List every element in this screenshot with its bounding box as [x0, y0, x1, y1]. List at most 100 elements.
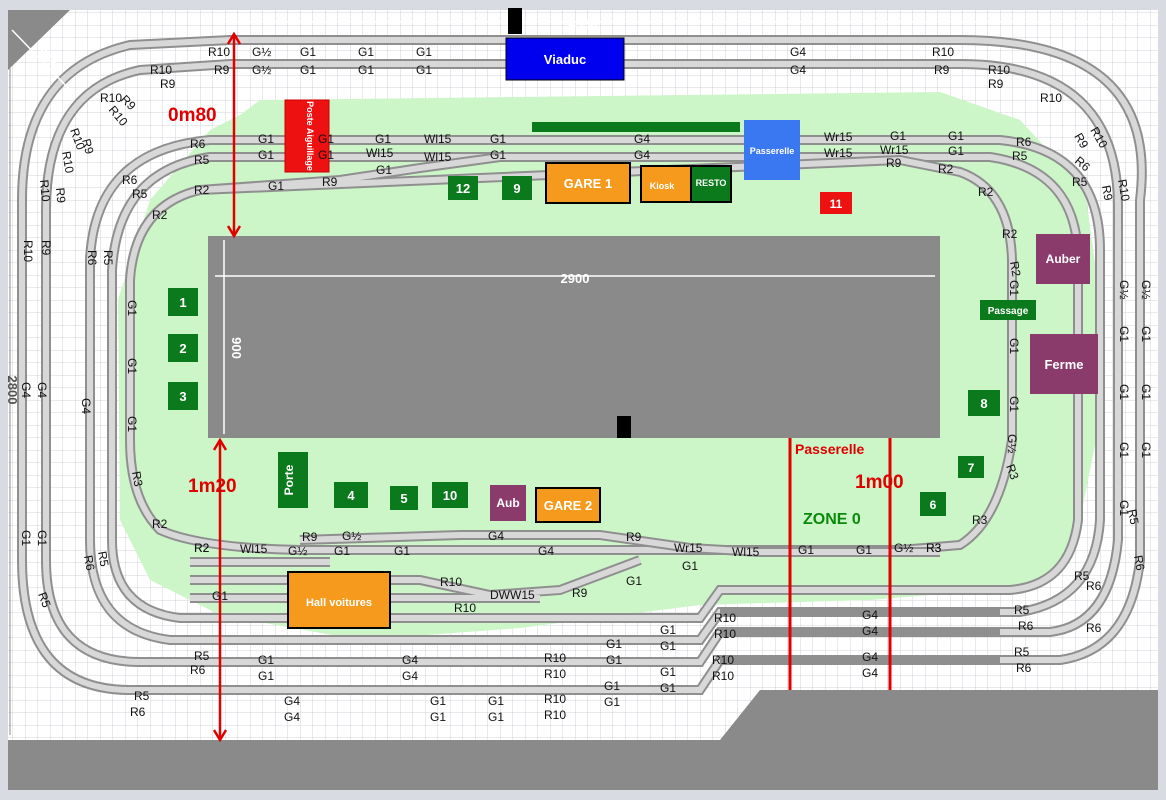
tl-top-r9-1: R10 [100, 91, 122, 105]
tl-bb-1: G1 [258, 669, 274, 683]
tl-ra-10: G1 [1139, 442, 1153, 458]
tl-bd-3: G1 [488, 710, 504, 724]
tl-bc-8: G4 [862, 650, 878, 664]
tl-sl-8: G4 [538, 544, 554, 558]
building-5 [390, 486, 418, 510]
tl-ra-4: G½ [1139, 280, 1153, 299]
tl-sb-10: R5 [1012, 149, 1028, 163]
building-10-label: 10 [443, 488, 457, 503]
building-4 [334, 482, 368, 508]
building-3-label: 3 [179, 389, 186, 404]
viaduc-pillar [508, 8, 522, 34]
building-10 [432, 482, 468, 508]
tl-sl-6: G1 [394, 544, 410, 558]
tl-top-outer-5: G4 [790, 45, 806, 59]
tl-top-r9-0: R9 [160, 77, 176, 91]
tl-sl-7: G4 [488, 529, 504, 543]
tl-sl-14: G½ [894, 541, 913, 555]
tl-top-outer-0: R10 [208, 45, 230, 59]
dim-central-width: 2900 [561, 271, 590, 286]
tl-lb-1: R5 [132, 187, 148, 201]
tl-ba-1: G1 [258, 653, 274, 667]
tl-sc-4: R9 [886, 156, 902, 170]
tl-lb-9: R5 [95, 550, 112, 568]
tl-bd-1: G4 [284, 710, 300, 724]
tl-ba-8: R5 [1014, 603, 1030, 617]
tl-sa-4: Wl15 [424, 132, 452, 146]
dim-width-total: 4550 [569, 16, 598, 31]
tl-lb-6: G4 [79, 398, 93, 414]
tl-ba-7: G4 [862, 608, 878, 622]
tl-sl-5: G1 [334, 544, 350, 558]
track-labels-station-c: R2 G1 R9 G1 R9 R2 R2 R2 [194, 156, 1018, 241]
tl-sa-10: R6 [1016, 135, 1032, 149]
station-low-tracks-bed [190, 532, 940, 601]
middle-loop-1-bed [87, 137, 1103, 643]
viaduc-label: Viaduc [544, 52, 586, 67]
tl-lc-2: G1 [125, 358, 139, 374]
tl-bc-5: G1 [604, 679, 620, 693]
tl-ra-12: G1 [1117, 500, 1131, 516]
track-labels-left-b: R6 R5 R6 R5 G4 G4 G4 G1 G1 R5 R6 R5 [19, 173, 148, 610]
tl-lc-6: R2 [194, 541, 210, 555]
tl-sl-13: G1 [856, 543, 872, 557]
central-block [208, 236, 940, 438]
building-11-label: 11 [830, 197, 843, 211]
tl-ra-7: G1 [1117, 326, 1131, 342]
tl-sc-1: G1 [268, 179, 284, 193]
tl-bb-3: R10 [544, 667, 566, 681]
tl-ba-0: R5 [194, 649, 210, 663]
tl-sa-9: G1 [948, 129, 964, 143]
tl-rb-8: G½ [1005, 434, 1019, 453]
tl-la-4: R10 [21, 240, 35, 262]
tl-ba-6: R10 [714, 611, 736, 625]
tl-bc-9: R5 [1014, 645, 1030, 659]
quay-bar [532, 122, 740, 132]
tl-lb-8: G1 [35, 530, 49, 546]
aub-label: Aub [496, 496, 519, 510]
building-1 [168, 288, 198, 316]
tl-sc-6: R2 [978, 185, 994, 199]
passerelle-building-label: Passerelle [750, 146, 795, 156]
tl-bd-2: G1 [430, 710, 446, 724]
gare2-label: GARE 2 [544, 498, 592, 513]
tl-sl-2: G½ [288, 544, 307, 558]
tl-sb-5: G1 [490, 148, 506, 162]
tl-sl-4: G½ [342, 529, 361, 543]
poste-aiguillage-building [284, 99, 330, 173]
measure-arrowheads-top [226, 31, 242, 239]
tl-sb-9: G1 [948, 144, 964, 158]
measure-right: 1m00 [855, 472, 904, 493]
building-2-label: 2 [179, 341, 186, 356]
tl-top-inner-5: G1 [416, 63, 432, 77]
building-5-label: 5 [400, 491, 407, 506]
kiosk-label: Kiosk [650, 181, 676, 191]
track-labels-station-low: R2 Wl15 G½ R9 G½ G1 G1 G4 G4 R9 Wr15 Wl1… [194, 529, 942, 559]
tl-bd-8: G4 [862, 666, 878, 680]
tl-bb-4: G1 [606, 653, 622, 667]
tl-sl-3: R9 [302, 530, 318, 544]
tl-sc-5: R2 [938, 162, 954, 176]
tl-sb-6: G4 [634, 148, 650, 162]
tl-ra-6: G1 [1139, 326, 1153, 342]
tl-sb-4: Wl15 [424, 150, 452, 164]
tl-top-outer-4: G1 [416, 45, 432, 59]
tl-la-1: R9 [79, 137, 97, 156]
tl-ra-13: R5 [1125, 508, 1142, 526]
tl-lc-1: G1 [125, 300, 139, 316]
tl-yd-3: DWW15 [490, 588, 535, 602]
viaduc-building [505, 37, 625, 81]
poste-aiguillage-label: Poste Aiguillage [305, 101, 315, 171]
tl-rb-4: R2 [1007, 260, 1024, 278]
tl-lb-11: R5 [35, 590, 54, 610]
building-12 [448, 176, 478, 200]
tl-sb-2: G1 [318, 148, 334, 162]
tl-ra-9: G1 [1117, 384, 1131, 400]
tl-lb-3: R5 [101, 250, 115, 266]
tl-yd-5: G1 [626, 574, 642, 588]
tl-ra-14: R6 [1086, 579, 1102, 593]
tl-top-outer-6: R10 [932, 45, 954, 59]
tl-bb-7: G4 [862, 624, 878, 638]
bottom-wall [8, 690, 1158, 790]
